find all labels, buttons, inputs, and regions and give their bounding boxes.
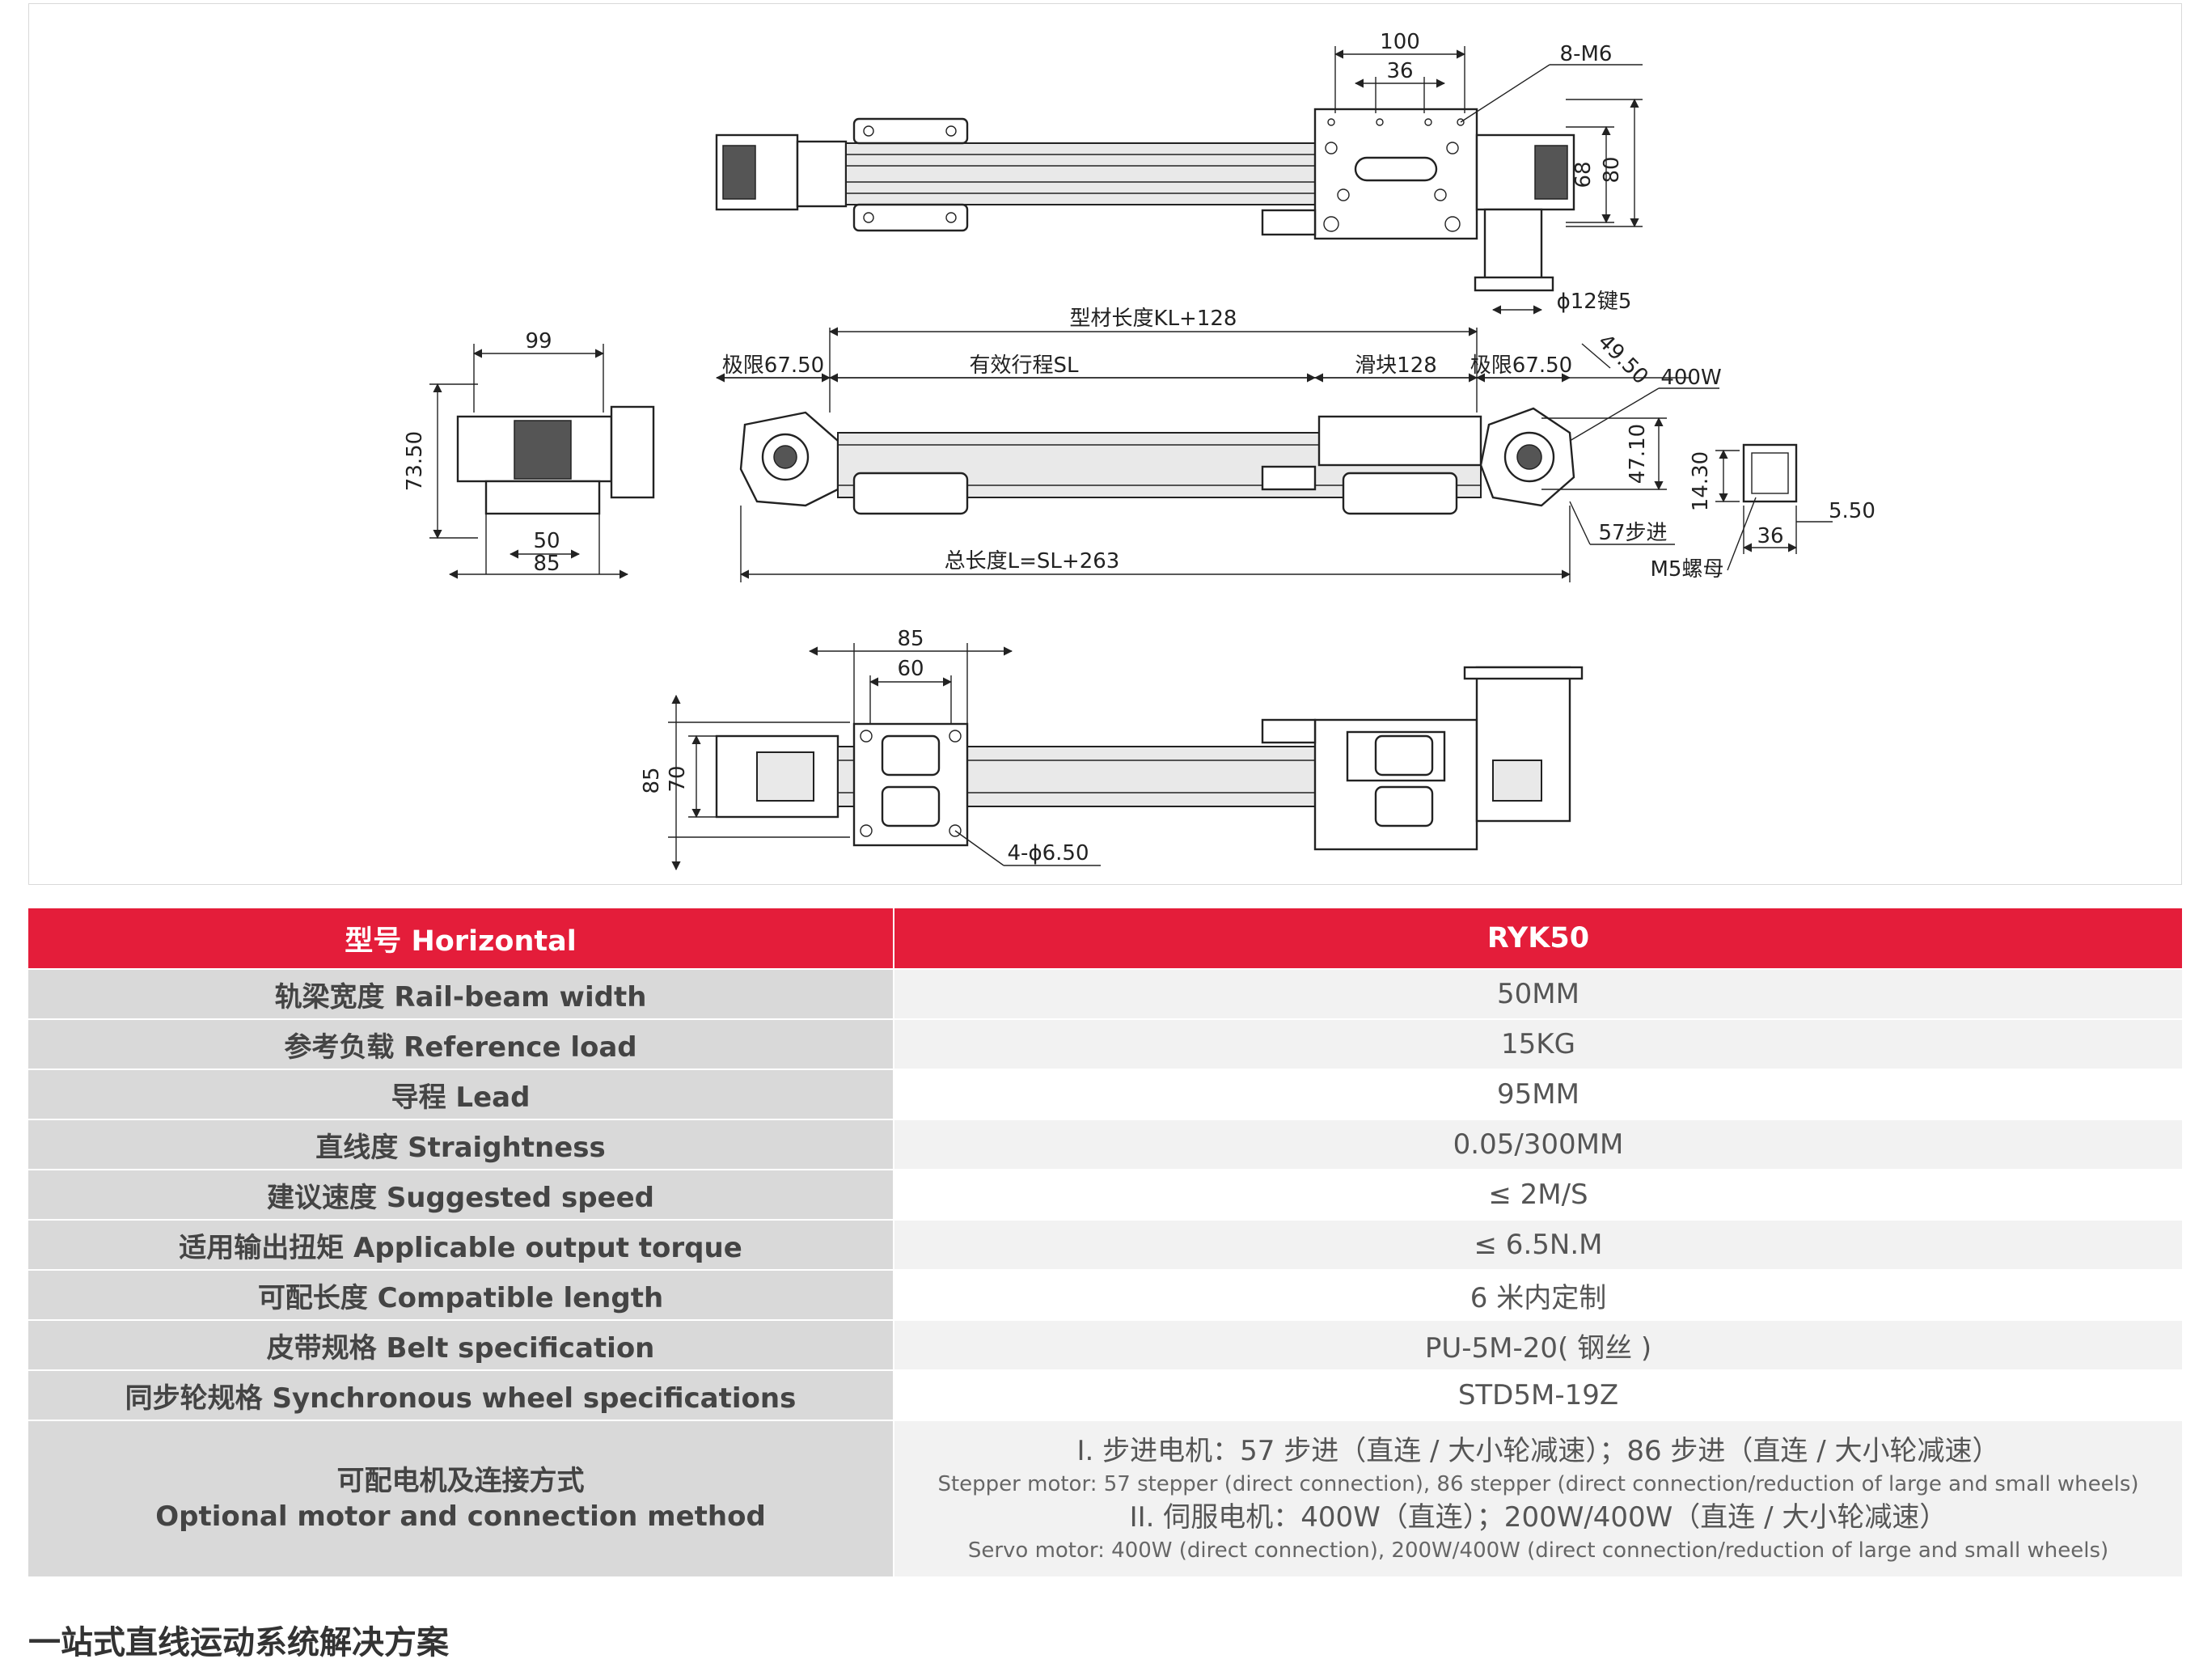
dim-top-shaft: ϕ12键5 <box>1557 290 1632 314</box>
row-label: 可配长度 Compatible length <box>28 1270 894 1321</box>
motor-servo-cn: II. 伺服电机：400W（直连）；200W/400W（直连 / 大小轮减速） <box>1129 1501 1947 1534</box>
dim-side-slider: 滑块128 <box>1355 353 1437 378</box>
table-row-motor: 可配电机及连接方式 Optional motor and connection … <box>28 1420 2182 1578</box>
motor-stepper-cn: I. 步进电机：57 步进（直连 / 大小轮减速）；86 步进（直连 / 大小轮… <box>1076 1435 2000 1467</box>
end-view: 99 73.50 50 85 <box>403 329 655 579</box>
dim-side-limit-right: 极限67.50 <box>1470 353 1572 378</box>
technical-drawing: 100 36 8-M6 68 80 ϕ12键5 <box>28 3 2182 885</box>
side-view: 型材长度KL+128 极限67.50 有效行程SL 滑块128 极限67.50 <box>715 307 1722 582</box>
row-label: 皮带规格 Belt specification <box>28 1320 894 1371</box>
dim-end-50: 50 <box>533 529 560 553</box>
dim-end-73-50: 73.50 <box>403 431 427 491</box>
row-label: 适用输出扭矩 Applicable output torque <box>28 1220 894 1271</box>
motor-servo-en: Servo motor: 400W (direct connection), 2… <box>967 1538 2109 1563</box>
dim-end-85: 85 <box>533 552 560 576</box>
profile-view: 14.30 5.50 36 M5螺母 <box>1651 443 1875 582</box>
header-model-value: RYK50 <box>894 908 2182 970</box>
dim-top-8m6: 8-M6 <box>1560 42 1613 66</box>
motor-label-en: Optional motor and connection method <box>155 1500 766 1533</box>
row-value: 50MM <box>894 969 2182 1020</box>
row-value: 0.05/300MM <box>894 1119 2182 1170</box>
row-label: 直线度 Straightness <box>28 1119 894 1170</box>
row-value: 6 米内定制 <box>894 1270 2182 1321</box>
dim-bottom-holes: 4-ϕ6.50 <box>1008 841 1089 865</box>
row-label: 建议速度 Suggested speed <box>28 1170 894 1221</box>
row-value: 15KG <box>894 1019 2182 1070</box>
dim-profile-m5-nut: M5螺母 <box>1651 557 1724 582</box>
footer-slogan: 一站式直线运动系统解决方案 <box>28 1624 449 1661</box>
drawing-canvas: 100 36 8-M6 68 80 ϕ12键5 <box>403 30 1875 871</box>
dim-side-limit-left: 极限67.50 <box>722 353 824 378</box>
dim-top-68: 68 <box>1571 161 1596 188</box>
table-header-row: 型号 Horizontal RYK50 <box>28 908 2182 970</box>
dim-end-99: 99 <box>525 329 552 353</box>
dim-profile-5-50: 5.50 <box>1829 499 1875 523</box>
row-value: STD5M-19Z <box>894 1370 2182 1421</box>
row-value: 95MM <box>894 1069 2182 1120</box>
dim-bottom-60: 60 <box>897 657 924 681</box>
motor-label-cell: 可配电机及连接方式 Optional motor and connection … <box>28 1420 894 1578</box>
row-label: 轨梁宽度 Rail-beam width <box>28 969 894 1020</box>
dim-side-kl: 型材长度KL+128 <box>1070 307 1237 331</box>
top-view: 100 36 8-M6 68 80 ϕ12键5 <box>715 30 1643 315</box>
dim-profile-14-30: 14.30 <box>1689 451 1713 511</box>
dim-profile-36: 36 <box>1757 524 1783 548</box>
table-row: 适用输出扭矩 Applicable output torque≤ 6.5N.M <box>28 1220 2182 1271</box>
dim-side-total: 总长度L=SL+263 <box>945 549 1120 573</box>
dim-top-80: 80 <box>1600 156 1624 183</box>
row-label: 参考负载 Reference load <box>28 1019 894 1070</box>
row-value: ≤ 6.5N.M <box>894 1220 2182 1271</box>
dim-side-57-stepper: 57步进 <box>1598 521 1667 545</box>
row-value: PU-5M-20( 钢丝 ) <box>894 1320 2182 1371</box>
bottom-view: 85 60 <box>640 627 1584 871</box>
row-label: 导程 Lead <box>28 1069 894 1120</box>
dim-side-400w: 400W <box>1660 366 1721 390</box>
row-value: ≤ 2M/S <box>894 1170 2182 1221</box>
dim-bottom-85-side: 85 <box>640 767 664 793</box>
dim-top-100: 100 <box>1380 30 1420 54</box>
dim-bottom-70: 70 <box>666 765 690 792</box>
dim-side-47-10: 47.10 <box>1626 424 1650 484</box>
header-model-label: 型号 Horizontal <box>28 908 894 970</box>
motor-value-cell: I. 步进电机：57 步进（直连 / 大小轮减速）；86 步进（直连 / 大小轮… <box>894 1420 2182 1578</box>
table-row: 建议速度 Suggested speed≤ 2M/S <box>28 1170 2182 1221</box>
row-label: 同步轮规格 Synchronous wheel specifications <box>28 1370 894 1421</box>
spec-table: 型号 Horizontal RYK50 轨梁宽度 Rail-beam width… <box>28 908 2182 1578</box>
dim-top-36: 36 <box>1386 59 1413 83</box>
motor-stepper-en: Stepper motor: 57 stepper (direct connec… <box>937 1472 2139 1496</box>
dim-side-49-50: 49.50 <box>1593 329 1653 389</box>
dim-bottom-85-top: 85 <box>897 627 924 651</box>
motor-label-cn: 可配电机及连接方式 <box>336 1465 585 1497</box>
dim-side-stroke: 有效行程SL <box>970 353 1080 378</box>
